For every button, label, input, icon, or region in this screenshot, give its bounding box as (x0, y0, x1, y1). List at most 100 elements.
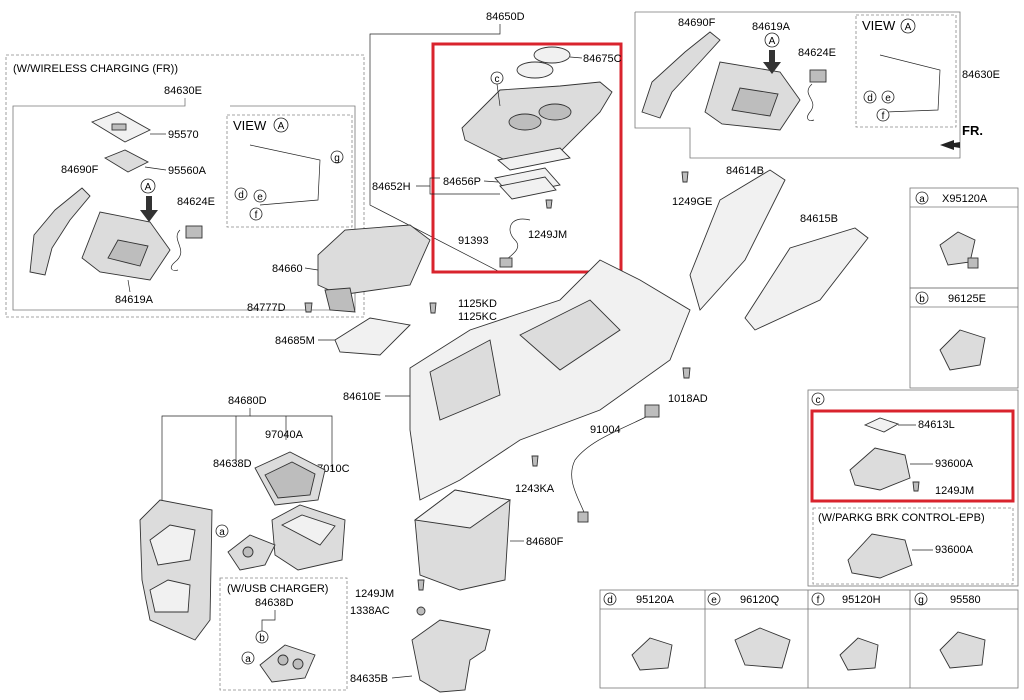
forward-arrow-icon (940, 140, 960, 150)
console-84610E (409, 259, 691, 501)
label-91393: 91393 (458, 235, 489, 247)
label-1249JM-bottom: 1249JM (355, 588, 394, 600)
usb-port-1 (277, 654, 289, 666)
legend-a-connector (967, 257, 979, 269)
label-84624E-right: 84624E (798, 47, 836, 59)
label-1125KC: 1125KC (458, 311, 497, 323)
label-84680F: 84680F (526, 536, 564, 548)
label-84690F-right: 84690F (678, 17, 716, 29)
console-front-bin (429, 339, 501, 421)
switch-port (242, 546, 254, 558)
screw-1249JM-c (912, 481, 920, 492)
legend-g-circle (914, 592, 928, 606)
nut-1338AC (416, 606, 426, 616)
arrow-down-icon (140, 196, 158, 222)
usb-caption: (W/USB CHARGER) (227, 583, 328, 595)
label-1018AD: 1018AD (668, 393, 708, 405)
leader-84638D-usb (261, 610, 276, 632)
view-left-d-circle (234, 187, 248, 201)
legend-e-circle (707, 592, 721, 606)
legend-c-key: c (816, 395, 821, 406)
label-84656P: 84656P (443, 176, 481, 188)
tray-top (281, 514, 336, 546)
usb-marker-a-circle (241, 651, 255, 665)
leader-84619A-left (127, 279, 131, 293)
legend-e-part: 96120Q (740, 594, 780, 606)
legend-d-icon (631, 637, 673, 671)
vent-grille (264, 461, 316, 499)
label-84650D: 84650D (486, 11, 525, 23)
view-A-right-caption: VIEW (862, 18, 896, 33)
upper-cover-group: 84650D 84675C c 84656P 84652H 1249JM (369, 11, 623, 274)
marker-a: a (219, 527, 225, 538)
label-84638D-usb: 84638D (255, 597, 294, 609)
legend-g-icon (939, 631, 986, 669)
leader-95560A (144, 166, 167, 171)
view-marker-g: g (334, 153, 340, 164)
highlight-box-cupholder (431, 42, 623, 274)
view-left-marker-d: d (238, 190, 244, 201)
label-97040A: 97040A (265, 429, 304, 441)
upper-right-group: 84690F 84619A 84624E 84630E A VIEW A d e… (634, 11, 1000, 159)
legend-b-circle (915, 291, 929, 305)
label-84614B: 84614B (726, 165, 764, 177)
cup-ring-upper (533, 46, 571, 64)
label-1243KA: 1243KA (515, 483, 555, 495)
label-84690F-left: 84690F (61, 164, 99, 176)
legend-d-circle (603, 592, 617, 606)
leader-marker-c (496, 83, 501, 107)
bracket-inner-right (731, 87, 779, 117)
label-84675C: 84675C (583, 53, 622, 65)
label-95570: 95570 (168, 129, 199, 141)
legend-b-key: b (919, 294, 925, 305)
legend-f-circle (811, 592, 825, 606)
console-body-group: 84660 84777D 84685M 1125KD 1125KC 84610E… (247, 224, 708, 693)
trim-84690F-left (29, 187, 91, 276)
bezel-opening-top (149, 524, 196, 566)
cup-well-left (508, 113, 542, 131)
label-93600A-epb: 93600A (935, 544, 974, 556)
label-84638D: 84638D (213, 458, 252, 470)
mat-84685M (334, 317, 411, 356)
legend-d-part: 95120A (636, 594, 675, 606)
legend-c-circle (811, 392, 825, 406)
leader-84652H-b (429, 186, 500, 195)
trim-84690F-right (641, 31, 721, 119)
switch-93600A-epb (847, 533, 913, 579)
view-A-right-circle (900, 18, 916, 34)
legend-f-icon (839, 637, 879, 671)
legend-b-part: 96125E (948, 293, 986, 305)
label-84613L: 84613L (918, 419, 955, 431)
armrest-hinge (324, 287, 356, 313)
charger-95560A (103, 149, 149, 173)
module-84624E-left (185, 225, 203, 239)
legend-b-icon (939, 329, 986, 371)
pad-logo (111, 123, 127, 131)
switch-93600A (849, 447, 911, 491)
leader-84635B (391, 675, 413, 679)
view-A-right-frame (855, 14, 957, 128)
label-84777D: 84777D (247, 302, 286, 314)
wire-84624E-right (807, 83, 815, 121)
panel-84615B (744, 227, 869, 331)
legend-g-part: 95580 (950, 594, 981, 606)
bezel-opening-bottom (149, 579, 191, 613)
label-84615B: 84615B (800, 213, 838, 225)
marker-A-left-circle (140, 178, 156, 194)
label-1125KD: 1125KD (458, 298, 497, 310)
bezel-84680D (139, 499, 213, 641)
view-right-marker-e: e (885, 93, 891, 104)
screw-1243KA (531, 455, 539, 467)
legend-c-box (807, 389, 1019, 587)
leader-84680D-b (250, 415, 333, 470)
label-84619A-left: 84619A (115, 294, 154, 306)
legend-e-key: e (711, 595, 717, 606)
cup-well-right (538, 103, 572, 121)
view-right-e-circle (881, 90, 895, 104)
label-84680D: 84680D (228, 395, 267, 407)
usb-port-2 (292, 658, 304, 670)
marker-a-circle (215, 524, 229, 538)
label-84610E: 84610E (343, 391, 381, 403)
view-g-circle (330, 150, 344, 164)
